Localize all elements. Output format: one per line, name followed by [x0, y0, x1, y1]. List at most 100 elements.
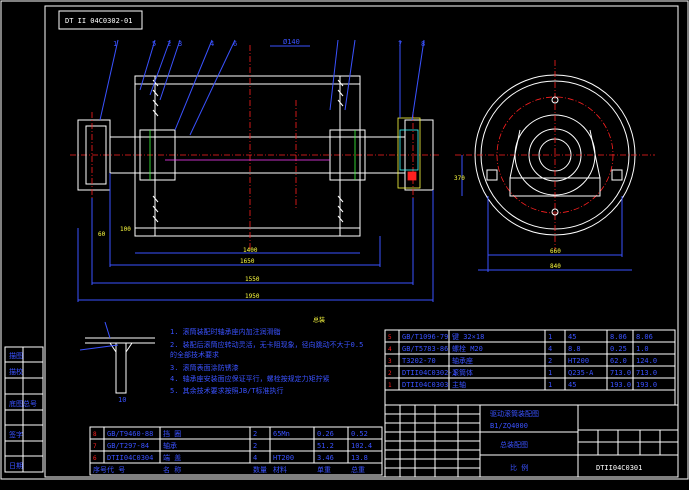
parts-lower-cell: 65Mn	[273, 430, 290, 438]
dim-d: 1950	[245, 293, 260, 300]
parts-upper-cell: 8.8	[568, 345, 581, 353]
note-line-2: 的全部技术要求	[170, 350, 219, 359]
note-line-4: 4. 轴承座安装面应保证平行，螺栓按规定力矩拧紧	[170, 374, 330, 383]
leader-number-7: 7	[398, 40, 402, 48]
parts-header-label: 序号	[93, 465, 107, 474]
scale-label: 比 例	[510, 463, 528, 472]
parts-lower-cell: 挡 圈	[163, 429, 181, 438]
dim-b: 1650	[240, 258, 255, 265]
side-view: 660 840 370	[454, 60, 655, 272]
dim-main: 1400	[243, 247, 258, 254]
leader-number-5: 5	[152, 40, 156, 48]
parts-header-label: 代 号	[107, 465, 125, 474]
parts-lower-cell: 2	[253, 430, 257, 438]
parts-upper-cell: 1	[388, 382, 392, 389]
drawing-title-line2: B1/ZQ4000	[490, 422, 528, 430]
parts-upper-cell: 滚筒体	[452, 368, 473, 377]
center-label: 总装	[313, 316, 325, 324]
title-tag: DT II 04C0302-01	[65, 17, 132, 25]
parts-lower-cell: 轴承	[163, 441, 177, 450]
parts-upper-cell: 1	[548, 381, 552, 389]
sheet-border-inner	[44, 5, 679, 478]
parts-upper-cell: 轴承座	[452, 356, 473, 365]
parts-lower-cell: HT200	[273, 454, 294, 462]
parts-upper-cell: 2	[388, 370, 392, 377]
parts-lower-cell: 0.52	[351, 430, 368, 438]
parts-lower-cell: 4	[253, 454, 257, 462]
parts-lower-cell: 2	[253, 442, 257, 450]
dim-c: 1550	[245, 276, 260, 283]
drawing-subtitle: 总装配图	[500, 440, 528, 449]
parts-upper-cell: 1.0	[636, 345, 649, 353]
parts-upper-cell: GB/T1096-79	[402, 333, 448, 341]
parts-upper-cell: 124.0	[636, 357, 657, 365]
parts-upper-cell: 5	[388, 334, 392, 341]
parts-upper-cell: DTII04C0303	[402, 381, 448, 389]
note-line-3: 3. 滚筒表面涂防锈漆	[170, 363, 239, 372]
parts-lower-cell: 端 盖	[163, 453, 181, 462]
parts-upper-cell: 713.0	[610, 369, 631, 377]
parts-header-label: 名 称	[163, 465, 181, 474]
parts-header-label: 数量	[253, 465, 267, 474]
dim-mid-left: 100	[120, 226, 131, 233]
title-tag-box	[58, 10, 143, 30]
parts-lower-cell: GB/T297-84	[107, 442, 149, 450]
parts-upper-cell: 1	[548, 369, 552, 377]
leader-number-3: 3	[178, 40, 182, 48]
parts-lower-cell: 102.4	[351, 442, 372, 450]
parts-upper-cell: 螺栓 M20	[452, 344, 483, 353]
parts-lower-cell: GB/T9460-88	[107, 430, 153, 438]
parts-header-label: 材料	[273, 465, 287, 474]
dim-side-total: 840	[550, 263, 561, 270]
parts-upper-cell: GB/T5783-86	[402, 345, 448, 353]
left-margin-block: 描图 描校 底图总号 签字 日期	[4, 346, 44, 473]
parts-upper-cell: 45	[568, 333, 576, 341]
parts-upper-cell: 193.0	[610, 381, 631, 389]
parts-lower-cell: 13.8	[351, 454, 368, 462]
parts-lower-cell: 6	[93, 455, 97, 462]
margin-label-3: 签字	[9, 430, 23, 439]
parts-upper-cell: 2	[548, 357, 552, 365]
weld-detail: 10	[79, 321, 155, 404]
parts-upper-cell: Q235-A	[568, 369, 594, 377]
parts-upper-cell: 62.0	[610, 357, 627, 365]
parts-lower-cell: 3.46	[317, 454, 334, 462]
note-line-1: 2. 装配后滚筒应转动灵活，无卡阻现象，径向跳动不大于0.5	[170, 340, 363, 349]
parts-lower-cell: DTII04C0304	[107, 454, 153, 462]
parts-lower-cell: 8	[93, 431, 97, 438]
note-line-5: 5. 其余技术要求按照JB/T标准执行	[170, 386, 284, 395]
parts-lower-cell: 51.2	[317, 442, 334, 450]
parts-upper-cell: 4	[548, 345, 552, 353]
dim-side-width: 660	[550, 248, 561, 255]
title-block: 驱动滚筒装配图 B1/ZQ4000 总装配图 比 例 DTII04C0301	[384, 404, 679, 478]
leader-number-2: 2	[167, 40, 171, 48]
sheet-border-outer	[0, 0, 689, 480]
parts-list-lower: 8 GB/T9460-88 挡 圈 2 65Mn 0.26 0.52 7 GB/T297-84 轴…	[89, 426, 383, 476]
leader-number-8: 8	[421, 40, 425, 48]
dim-left: 60	[98, 231, 106, 238]
parts-upper-cell: DTII04C0302-1	[402, 369, 457, 377]
parts-upper-cell: 4	[388, 346, 392, 353]
parts-header-label: 单重	[317, 465, 331, 474]
parts-lower-cell: 0.26	[317, 430, 334, 438]
weld-symbol-label: 10	[118, 396, 126, 404]
margin-label-1: 描校	[9, 367, 23, 376]
parts-upper-cell: 193.0	[636, 381, 657, 389]
drawing-title-line1: 驱动滚筒装配图	[490, 409, 539, 418]
parts-upper-cell: 3	[388, 358, 392, 365]
parts-header-label: 总重	[351, 465, 365, 474]
parts-upper-cell: 8.06	[636, 333, 653, 341]
dim-side-height: 370	[454, 175, 465, 182]
margin-label-2: 底图总号	[9, 399, 37, 408]
parts-upper-cell: 主轴	[452, 380, 466, 389]
drawing-number: DTII04C0301	[596, 464, 642, 472]
margin-label-4: 日期	[9, 462, 23, 470]
parts-lower-cell: 7	[93, 443, 97, 450]
technical-notes: 1. 滚筒装配时轴承座内加注润滑脂 2. 装配后滚筒应转动灵活，无卡阻现象，径向…	[170, 327, 363, 395]
parts-upper-cell: 713.0	[636, 369, 657, 377]
leader-number-4: 4	[210, 40, 214, 48]
leader-number-6: 6	[233, 40, 237, 48]
parts-upper-cell: 键 32×18	[452, 332, 484, 341]
